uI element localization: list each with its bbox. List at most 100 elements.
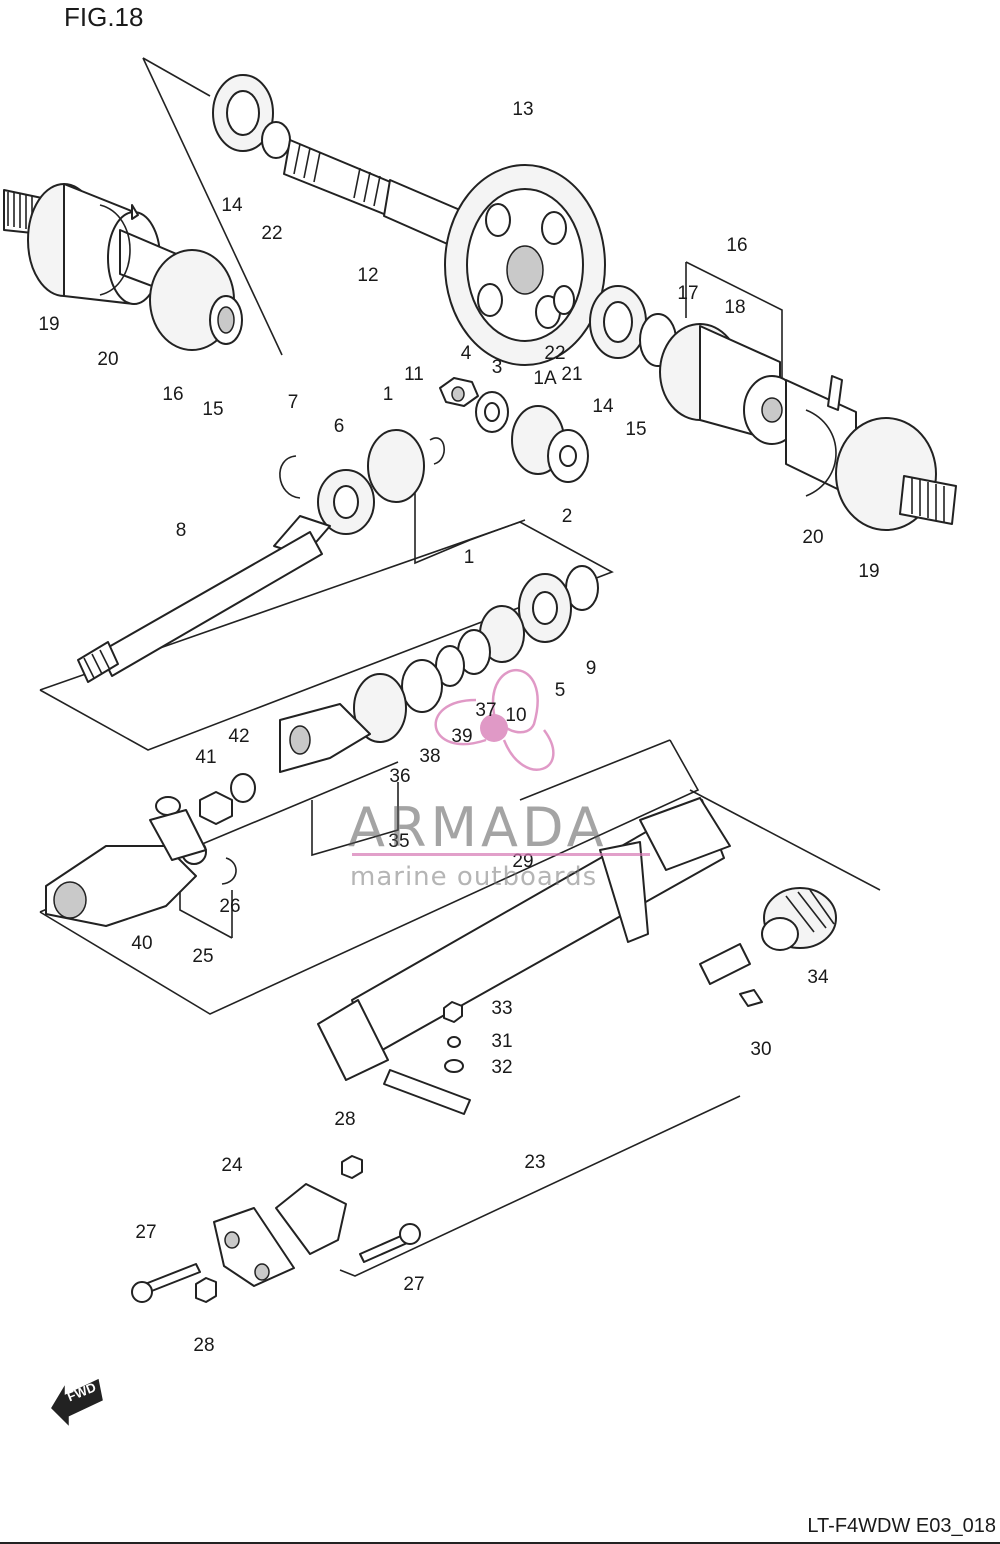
- callout-13: 13: [512, 99, 534, 120]
- callout-40: 40: [131, 933, 153, 954]
- fwd-arrow-icon: FWD: [51, 1378, 103, 1426]
- callout-14: 14: [221, 195, 243, 216]
- callout-24: 24: [221, 1155, 243, 1176]
- circlip-22-mid: [553, 285, 575, 315]
- callout-1: 1: [463, 547, 475, 568]
- callout-39: 39: [451, 726, 473, 747]
- watermark-divider: [352, 853, 650, 856]
- shim-38: [401, 659, 443, 713]
- frame-line-left-assembly: [142, 57, 283, 356]
- callout-5: 5: [554, 680, 566, 701]
- flange-23: [275, 1183, 347, 1255]
- washer-42: [230, 773, 256, 803]
- bracket-foot: [383, 1069, 471, 1115]
- frame-line-left-top: [142, 57, 211, 97]
- clip-26: [221, 857, 237, 885]
- nut-28-bottom: [195, 1277, 217, 1303]
- frame-propshaft-bottom: [39, 739, 700, 1015]
- callout-12: 12: [357, 265, 379, 286]
- bracket-1: [414, 470, 526, 565]
- callout-19: 19: [858, 561, 880, 582]
- callout-22: 22: [544, 343, 566, 364]
- assembly-frame-lines: [39, 57, 881, 1277]
- callout-15: 15: [202, 399, 224, 420]
- frame-shaft-group: [39, 521, 614, 751]
- callout-33: 33: [491, 998, 513, 1019]
- nut-33: [443, 1001, 463, 1023]
- boot-34: [761, 887, 837, 951]
- callout-32: 32: [491, 1057, 513, 1078]
- band-clip: [131, 204, 139, 220]
- bottom-border: [0, 1542, 1000, 1544]
- callout-28: 28: [334, 1109, 356, 1130]
- propeller-shaft-29: [317, 797, 751, 1115]
- callout-22: 22: [261, 223, 283, 244]
- circlip-22-top: [261, 121, 291, 159]
- callout-20: 20: [802, 527, 824, 548]
- bolt-30: [739, 989, 763, 1007]
- clip-7: [279, 455, 301, 499]
- flange-36-ring: [353, 673, 407, 743]
- drive-shaft-8: [77, 531, 323, 683]
- callout-18: 18: [724, 297, 746, 318]
- frame-propshaft-top: [519, 739, 671, 801]
- callout-11: 11: [404, 364, 424, 385]
- ring-gear-13: [444, 164, 606, 366]
- front-right-driveshaft: [589, 285, 957, 531]
- callout-23: 23: [524, 1152, 546, 1173]
- bracket-16: [685, 261, 783, 378]
- callout-21: 21: [561, 364, 583, 385]
- drawing-code: LT-F4WDW E03_018: [807, 1515, 996, 1537]
- pinion-shaft-12: [283, 139, 401, 219]
- callout-8: 8: [175, 520, 187, 541]
- clip-11: [429, 437, 445, 465]
- mount-bracket-29: [317, 999, 389, 1081]
- washer-32: [444, 1059, 464, 1073]
- frame-right-boot: [689, 789, 881, 891]
- figure-title: FIG.18: [64, 2, 144, 32]
- callout-30: 30: [750, 1039, 772, 1060]
- callout-4: 4: [460, 343, 472, 364]
- callout-27: 27: [135, 1222, 157, 1243]
- callout-2: 2: [561, 506, 573, 527]
- yoke-flange-36: [279, 703, 371, 773]
- differential-small-parts: [273, 377, 589, 557]
- boot-band-20: [99, 204, 131, 296]
- callout-37: 37: [475, 700, 497, 721]
- callout-31: 31: [491, 1031, 513, 1052]
- callout-16: 16: [726, 235, 748, 256]
- universal-joint-25: [45, 773, 256, 927]
- cross-25: [149, 809, 207, 861]
- callout-36: 36: [389, 766, 411, 787]
- boot-band-20-right: [805, 409, 837, 497]
- yoke-24: [213, 1183, 347, 1287]
- callout-42: 42: [228, 726, 250, 747]
- nut-41: [199, 791, 233, 825]
- callout-38: 38: [419, 746, 441, 767]
- callout-34: 34: [807, 967, 829, 988]
- nut-28-top: [341, 1155, 363, 1179]
- callout-10: 10: [505, 705, 527, 726]
- callout-35: 35: [388, 831, 410, 852]
- frame-mount-lower: [339, 1095, 741, 1277]
- callout-1A: 1A: [533, 368, 557, 389]
- callout-14: 14: [592, 396, 614, 417]
- watermark-propeller-icon: [434, 668, 555, 771]
- gear-1: [367, 429, 425, 503]
- watermark-tagline: marine outboards: [350, 862, 598, 892]
- callout-25: 25: [192, 946, 214, 967]
- callout-3: 3: [491, 357, 503, 378]
- callout-9: 9: [585, 658, 597, 679]
- pinion-shaft-assembly: [212, 74, 461, 247]
- callout-29: 29: [512, 851, 534, 872]
- front-left-driveshaft: [3, 183, 243, 351]
- callout-7: 7: [287, 392, 299, 413]
- rear-seal-stack: [279, 565, 599, 773]
- splined-end-23: [699, 943, 751, 985]
- callout-41: 41: [195, 747, 217, 768]
- callout-27: 27: [403, 1274, 425, 1295]
- callout-6: 6: [333, 416, 345, 437]
- fasteners: [131, 989, 763, 1303]
